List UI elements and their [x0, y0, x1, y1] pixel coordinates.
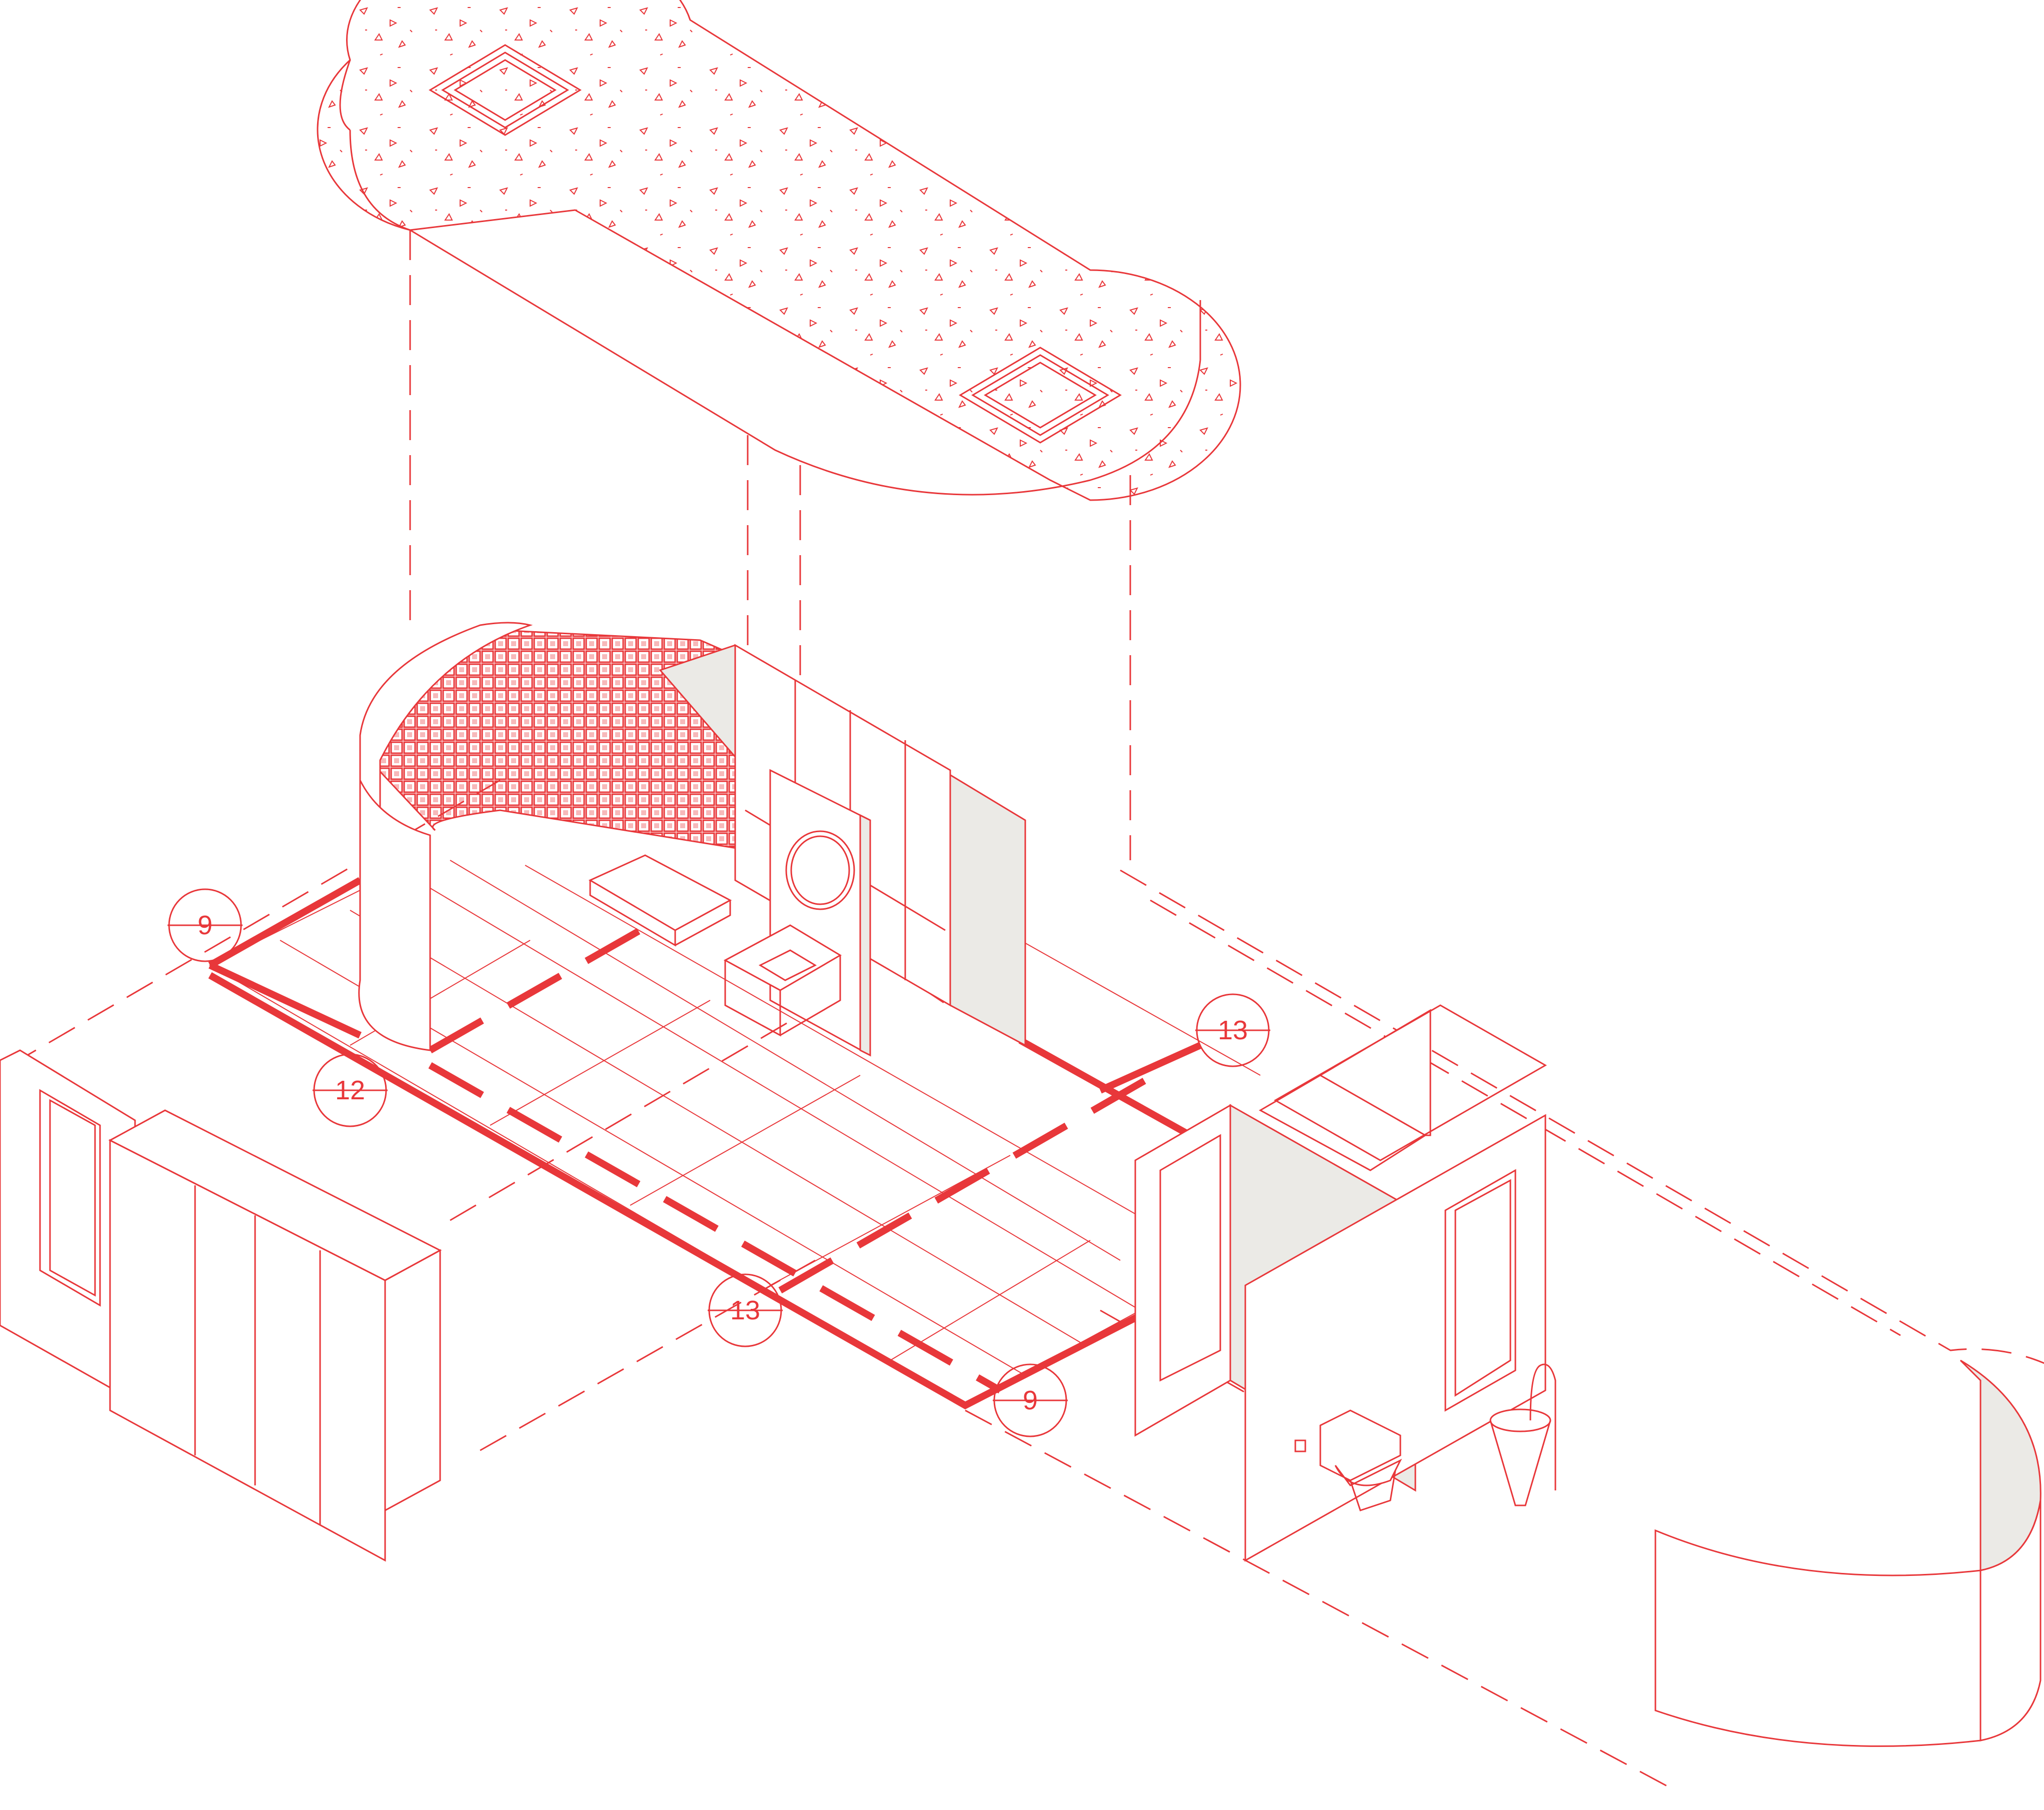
- vanity-counter: [588, 854, 842, 1037]
- marker-label: 12: [335, 1075, 365, 1105]
- left-cabinet-wall: [0, 1049, 442, 1562]
- projection-lines: [409, 230, 1131, 860]
- marker-13-bottom: 13: [708, 1273, 783, 1347]
- marker-13-right: 13: [1195, 993, 1270, 1067]
- skylight-right: [959, 347, 1122, 444]
- marker-label: 9: [1023, 1385, 1038, 1415]
- toilet: [1294, 1409, 1402, 1511]
- marker-label: 13: [1218, 1015, 1248, 1045]
- pedestal-sink: [1489, 1363, 1556, 1506]
- right-bathroom-block: [1134, 1004, 1547, 1562]
- marker-label: 9: [198, 910, 213, 940]
- curved-end-wall: [1654, 1359, 2041, 1747]
- marker-9-bottom: 9: [993, 1363, 1068, 1437]
- section-lines: [208, 877, 1202, 1409]
- curved-tiled-wall: [358, 622, 781, 1051]
- marker-9-left: 9: [168, 888, 243, 962]
- marker-12: 12: [313, 1053, 388, 1127]
- mirror-partition: [769, 769, 871, 1057]
- roof-slab: [317, 0, 1241, 501]
- marker-label: 13: [730, 1295, 760, 1325]
- skylight-left: [429, 44, 582, 136]
